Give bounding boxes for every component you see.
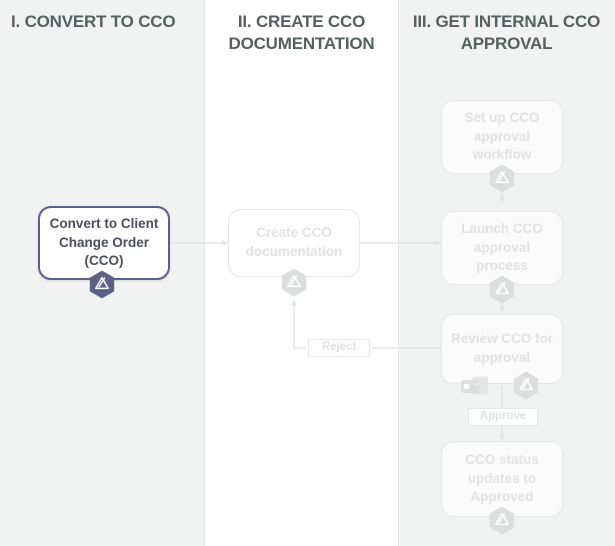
swimlane-title-1: I. CONVERT TO CCO: [11, 12, 176, 31]
device-icon[interactable]: [460, 374, 496, 405]
edit-hex-icon[interactable]: [489, 164, 515, 193]
swimlane-title-2: II. CREATE CCO DOCUMENTATION: [228, 12, 375, 54]
node-launch-cco-approval-process[interactable]: Launch CCO approval process: [441, 211, 563, 285]
edit-hex-icon[interactable]: [513, 371, 539, 400]
node-label: Set up CCO approval workflow: [464, 110, 540, 163]
node-label: CCO status updates to Approved: [465, 452, 539, 505]
node-convert-to-cco[interactable]: Convert to Client Change Order (CCO): [38, 206, 170, 280]
node-set-up-cco-approval-workflow[interactable]: Set up CCO approval workflow: [441, 100, 563, 174]
swimlane-title-3: III. GET INTERNAL CCO APPROVAL: [412, 12, 601, 54]
node-create-cco-documentation[interactable]: Create CCO documentation: [228, 209, 360, 277]
edit-hex-icon[interactable]: [281, 268, 307, 297]
lane-divider-1: [204, 0, 205, 546]
node-label: Convert to Client Change Order (CCO): [49, 216, 159, 269]
lane-divider-2: [398, 0, 399, 546]
edge-reject-to-create: [291, 299, 306, 349]
node-label: Review CCO for approval: [450, 331, 554, 365]
node-label: Launch CCO approval process: [461, 221, 543, 274]
edit-hex-icon[interactable]: [489, 275, 515, 304]
node-review-cco-for-approval[interactable]: Review CCO for approval: [441, 314, 563, 384]
node-label: Create CCO documentation: [245, 225, 343, 259]
reject-label[interactable]: Reject: [308, 339, 370, 357]
approve-label[interactable]: Approve: [468, 408, 538, 426]
edit-hex-icon[interactable]: [89, 270, 115, 299]
edit-hex-icon[interactable]: [489, 506, 515, 535]
